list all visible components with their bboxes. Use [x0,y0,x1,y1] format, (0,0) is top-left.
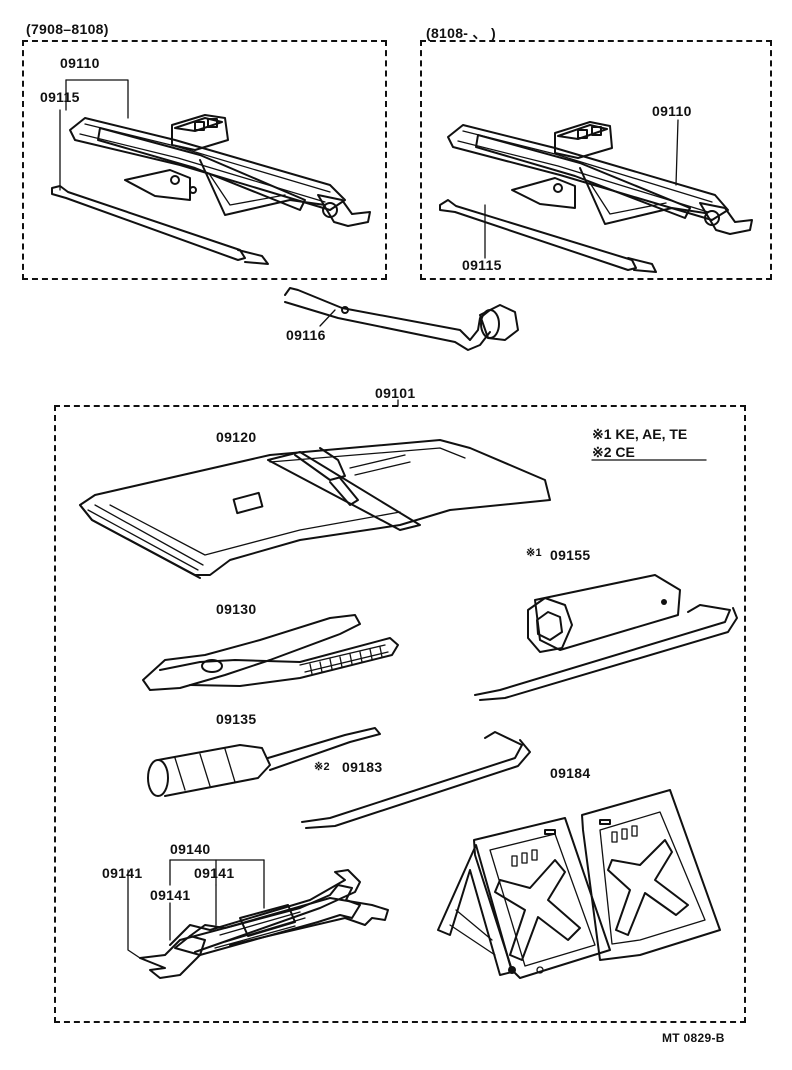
screwdriver-drawing [147,727,381,797]
wrench-set-drawing [139,869,389,979]
group-box-left-jack [22,40,387,280]
part-label-screwdriver: 09135 [216,711,257,727]
plug-wrench-drawing [474,574,738,701]
mark-1: ※1 [526,547,542,559]
left-jack-period-label: (7908–8108) [26,21,109,37]
part-label-handle-right: 09115 [462,257,502,273]
jack-left-drawing [51,114,371,265]
group-box-tool-set [54,405,746,1023]
part-label-wrench-a: 09141 [102,865,143,881]
part-label-bar: 09183 [342,759,383,775]
part-label-tool-set: 09101 [375,385,416,401]
part-label-jack-handle-wrench: 09116 [286,327,326,343]
part-label-chock: 09184 [550,765,591,781]
part-label-wrench-set: 09140 [170,841,211,857]
diagram-code: MT 0829-B [662,1031,725,1045]
part-label-jack-right: 09110 [652,103,692,119]
part-label-plug-wrench: 09155 [550,547,591,563]
jack-right-drawing [439,121,753,273]
chock-drawing [437,789,721,979]
tool-bag-drawing [79,439,551,579]
note-1: ※1 KE, AE, TE [592,426,688,442]
part-label-tool-bag: 09120 [216,429,257,445]
right-jack-period-label: (8108- 、 ) [426,25,496,41]
part-label-wrench-b: 09141 [150,887,191,903]
note-2: ※2 CE [592,444,635,460]
part-label-jack-left: 09110 [60,55,100,71]
part-label-wrench-c: 09141 [194,865,235,881]
leader-lines [59,79,707,959]
mark-2: ※2 [314,761,330,773]
group-box-right-jack [420,40,772,280]
part-label-handle-left: 09115 [40,89,80,105]
bar-drawing [301,731,531,829]
pliers-drawing [142,614,399,691]
part-label-pliers: 09130 [216,601,257,617]
